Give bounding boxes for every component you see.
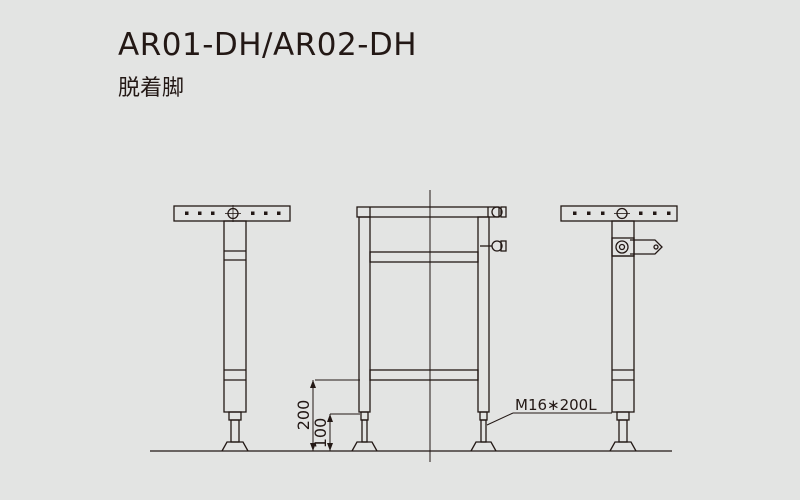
bolt-callout-label: M16∗200L xyxy=(515,396,597,414)
dimension-100-label: 100 xyxy=(311,418,330,449)
product-title: AR01-DH/AR02-DH xyxy=(118,27,418,63)
right-view xyxy=(560,205,678,452)
left-view xyxy=(173,205,291,452)
middle-left-post xyxy=(358,216,371,413)
middle-view xyxy=(351,206,507,452)
product-subtitle: 脱着脚 xyxy=(118,76,185,101)
dimension-lines xyxy=(312,379,612,451)
middle-top-rail xyxy=(356,206,500,218)
dimension-200-label: 200 xyxy=(294,400,313,431)
left-post xyxy=(223,220,247,413)
